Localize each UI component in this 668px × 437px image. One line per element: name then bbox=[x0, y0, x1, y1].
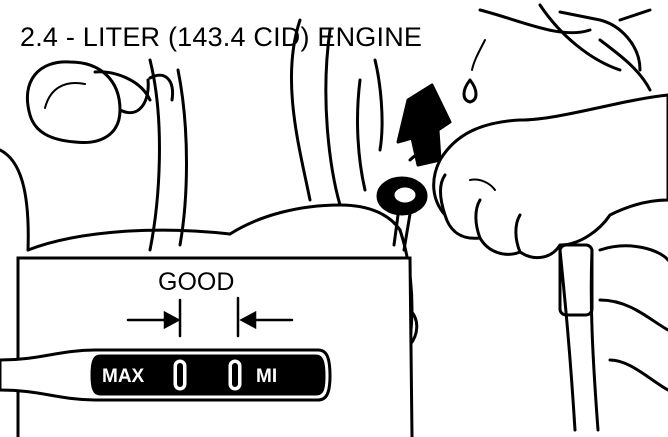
arrow-right-icon bbox=[126, 310, 181, 330]
good-range-label: GOOD bbox=[158, 268, 235, 296]
arrow-left-icon bbox=[239, 310, 294, 330]
hand-drawing bbox=[408, 93, 668, 260]
engine-block-drawing bbox=[0, 3, 668, 432]
figure-title: 2.4 - LITER (143.4 CID) ENGINE bbox=[20, 22, 423, 52]
max-mark-label: MAX bbox=[102, 366, 145, 387]
dipstick-blade bbox=[0, 348, 332, 402]
arrow-up-icon bbox=[396, 83, 452, 167]
good-range-indicator bbox=[126, 296, 294, 338]
min-mark-label: MI bbox=[256, 366, 278, 387]
dipstick-handle bbox=[376, 176, 428, 252]
